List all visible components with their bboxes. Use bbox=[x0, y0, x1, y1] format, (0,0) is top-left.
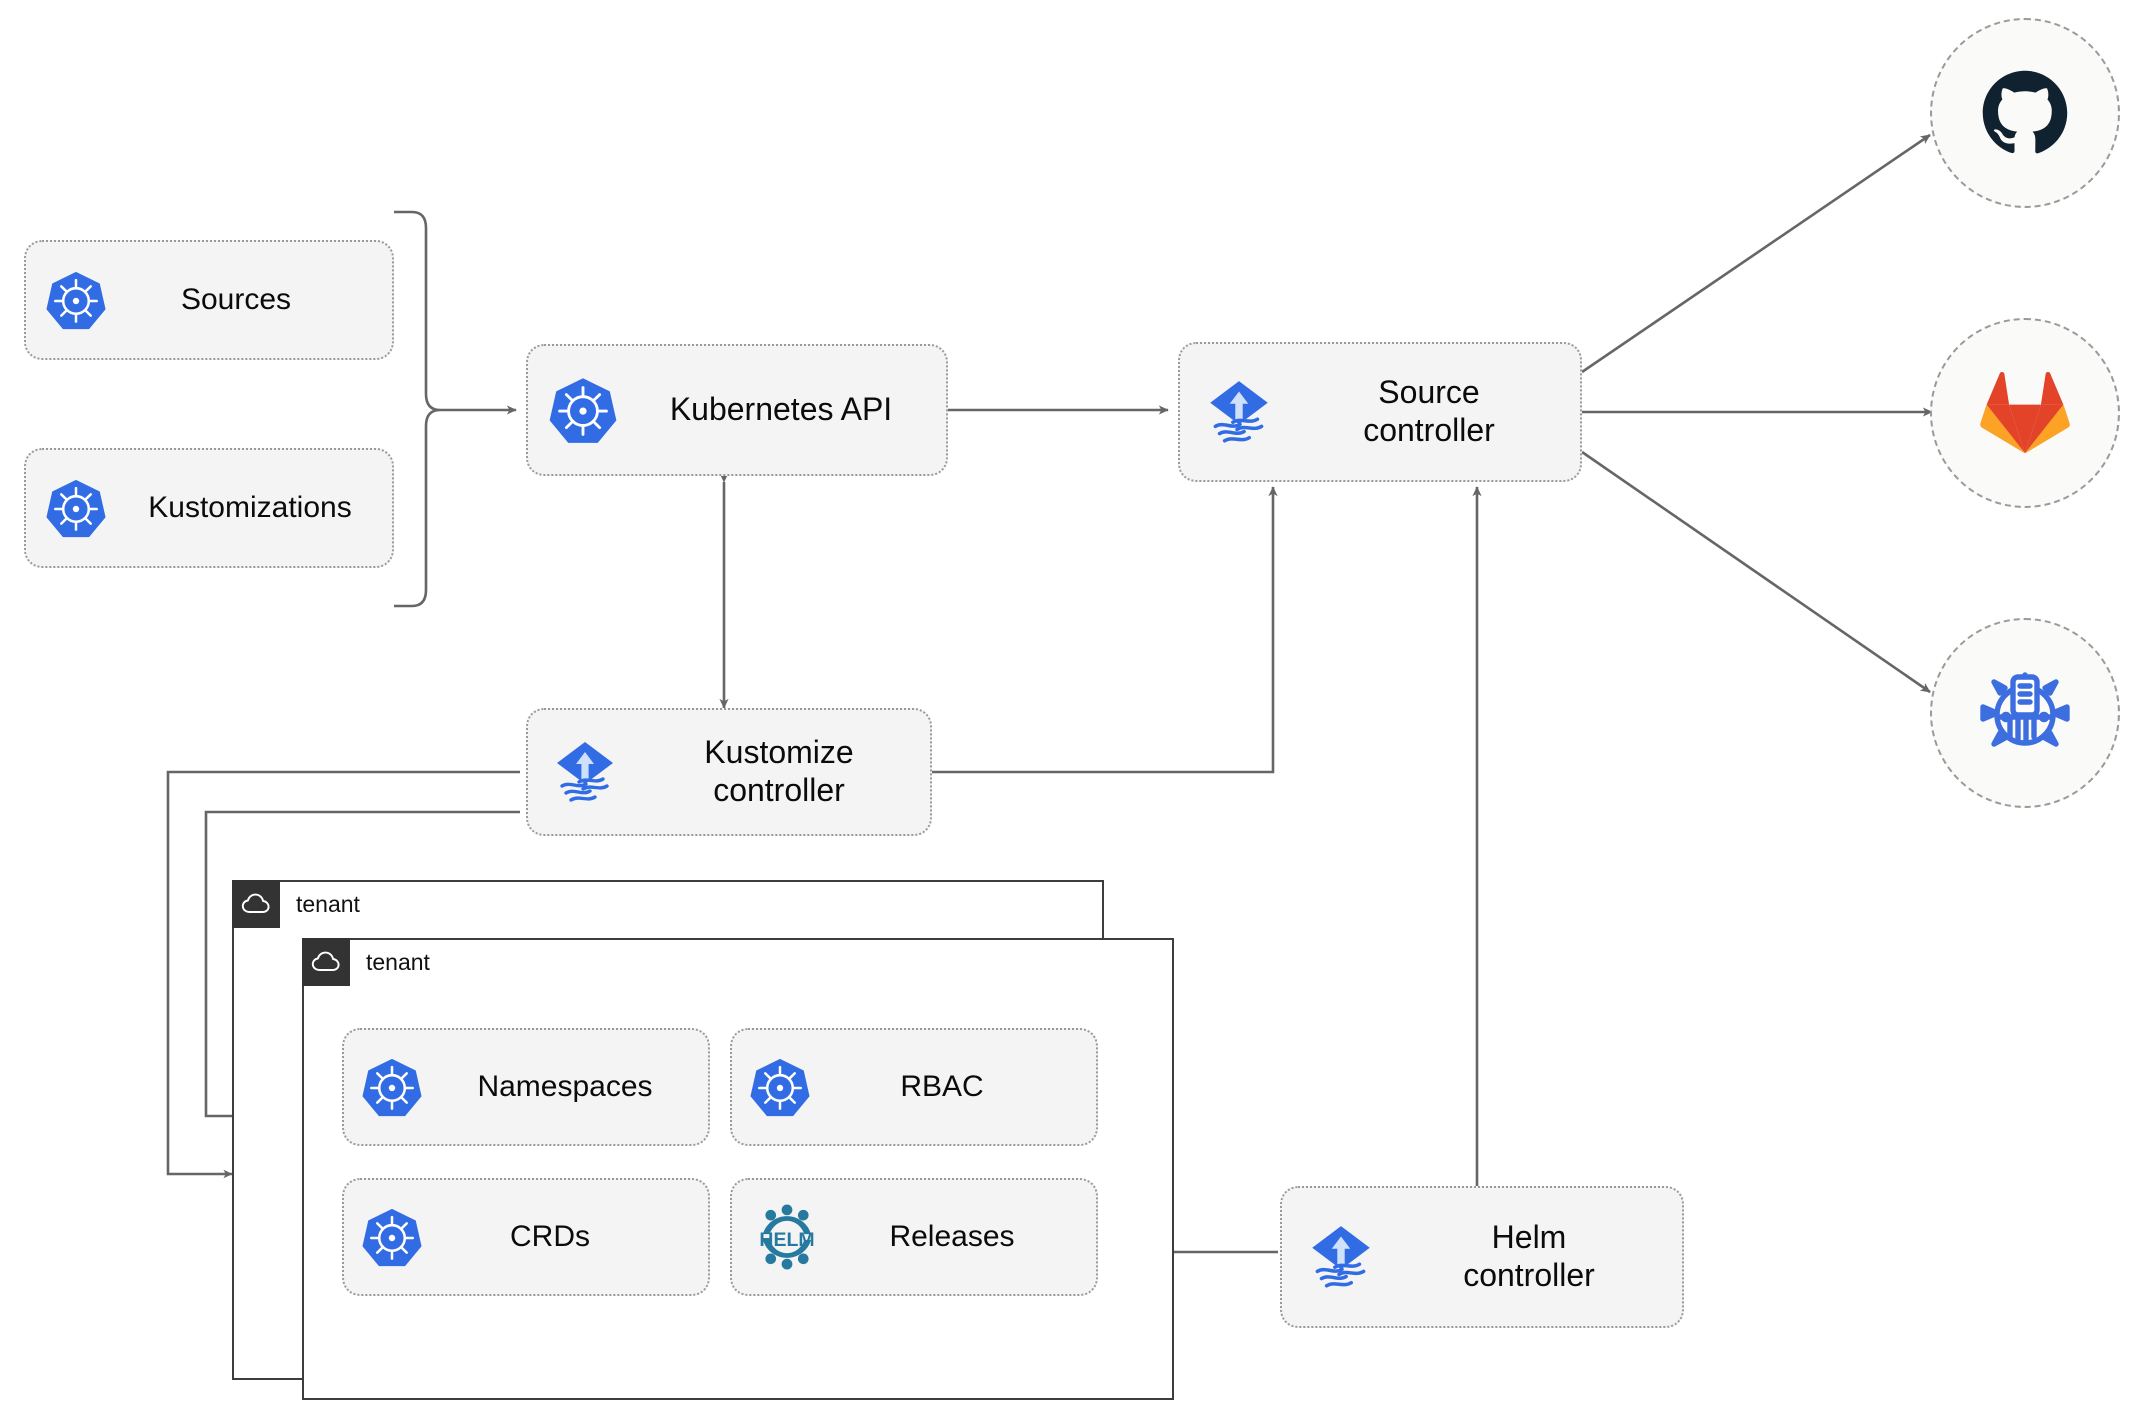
helm-icon: HELM bbox=[732, 1199, 842, 1275]
node-kustomize-controller[interactable]: Kustomize controller bbox=[526, 708, 932, 836]
tenant-tabbar: tenant bbox=[302, 938, 430, 986]
tenant-tabbar: tenant bbox=[232, 880, 360, 928]
node-label: Kustomize controller bbox=[704, 734, 854, 808]
resource-card-releases[interactable]: HELM Releases bbox=[730, 1178, 1098, 1296]
kubernetes-icon bbox=[26, 477, 126, 539]
resource-card-namespaces[interactable]: Namespaces bbox=[342, 1028, 710, 1146]
node-label: Kubernetes API bbox=[669, 391, 893, 428]
kubernetes-icon bbox=[732, 1056, 828, 1118]
wire-source-to-oci bbox=[1581, 450, 1931, 694]
wire-kustomize-to-source bbox=[932, 486, 1278, 774]
kubernetes-icon bbox=[26, 269, 126, 331]
gitlab-icon bbox=[1980, 372, 2070, 454]
resource-card-sources[interactable]: Sources bbox=[24, 240, 394, 360]
node-label: Source controller bbox=[1363, 374, 1495, 448]
resource-card-crds[interactable]: CRDs bbox=[342, 1178, 710, 1296]
wire-source-to-github bbox=[1581, 133, 1931, 374]
resource-card-rbac[interactable]: RBAC bbox=[730, 1028, 1098, 1146]
resource-label: Kustomizations bbox=[148, 491, 352, 525]
flux-icon bbox=[1180, 375, 1298, 449]
kubernetes-icon bbox=[528, 375, 638, 445]
svg-text:HELM: HELM bbox=[759, 1229, 814, 1251]
cloud-icon bbox=[302, 938, 350, 986]
resource-label: Sources bbox=[180, 283, 292, 317]
wire-inputs-bracket bbox=[394, 210, 441, 608]
kubernetes-icon bbox=[344, 1206, 440, 1268]
tenant-label: tenant bbox=[296, 890, 360, 917]
flux-icon bbox=[528, 736, 642, 808]
resource-label: Namespaces bbox=[477, 1070, 653, 1104]
node-label: Helm controller bbox=[1463, 1219, 1595, 1293]
kubernetes-icon bbox=[344, 1056, 440, 1118]
github-icon bbox=[1982, 70, 2068, 154]
external-source-gitlab[interactable] bbox=[1930, 318, 2120, 508]
resource-card-kustomizations[interactable]: Kustomizations bbox=[24, 448, 394, 568]
tenant-label: tenant bbox=[366, 948, 430, 975]
external-source-github[interactable] bbox=[1930, 18, 2120, 208]
node-kubernetes-api[interactable]: Kubernetes API bbox=[526, 344, 948, 476]
tenant-container-inner[interactable]: tenant bbox=[302, 938, 1174, 1400]
flux-icon bbox=[1282, 1220, 1400, 1294]
cloud-icon bbox=[232, 880, 280, 928]
node-helm-controller[interactable]: Helm controller bbox=[1280, 1186, 1684, 1328]
resource-label: RBAC bbox=[900, 1070, 984, 1104]
node-source-controller[interactable]: Source controller bbox=[1178, 342, 1582, 482]
oci-registry-icon bbox=[1980, 672, 2070, 747]
external-source-oci-registry[interactable] bbox=[1930, 618, 2120, 808]
resource-label: CRDs bbox=[510, 1220, 590, 1254]
resource-label: Releases bbox=[889, 1220, 1015, 1254]
